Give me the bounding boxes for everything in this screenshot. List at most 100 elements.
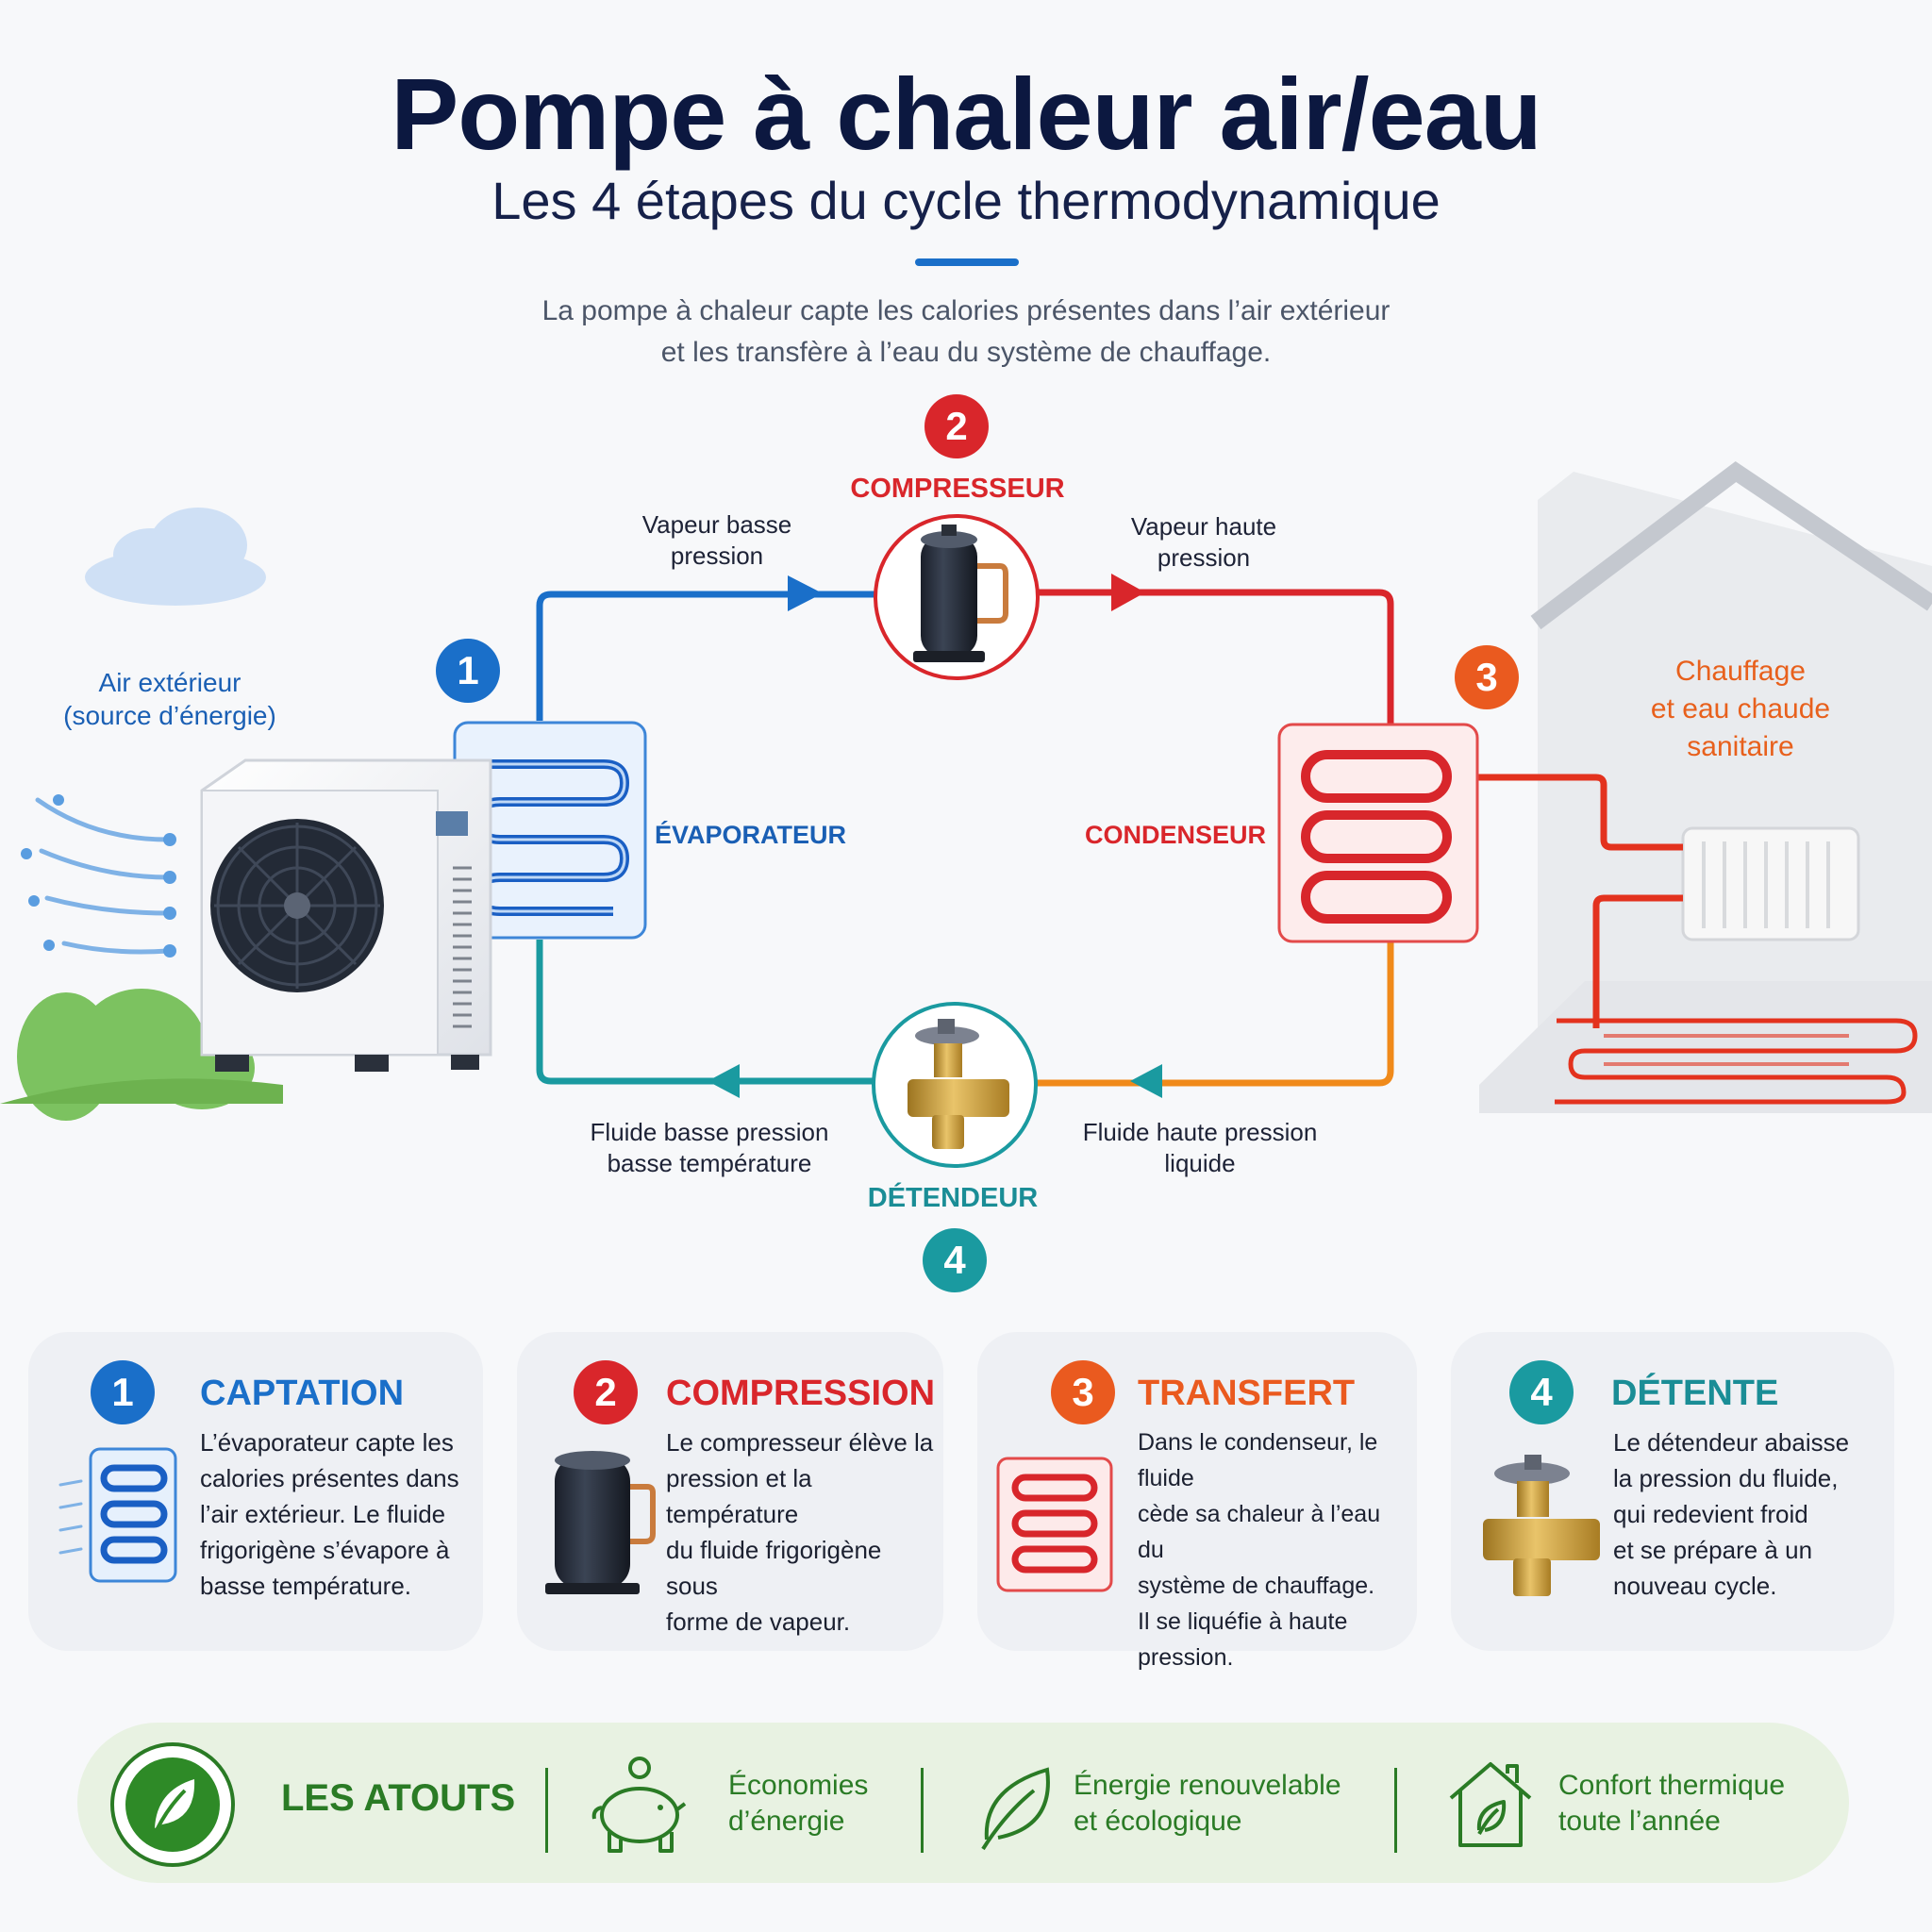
expansion-valve-label: DÉTENDEUR [867,1183,1039,1213]
compressor-icon [545,1451,656,1594]
description-line: Le compresseur élève la [666,1428,934,1457]
outdoor-air-line: Air extérieur [98,668,242,697]
flow-label-line: basse température [607,1149,812,1177]
description-line: forme de vapeur. [666,1607,851,1636]
condenser-coil [1277,723,1479,943]
benefits-title: LES ATOUTS [281,1777,516,1819]
benefit-line: toute l’année [1558,1806,1721,1837]
description-line: système de chauffage. [1138,1573,1375,1599]
description-line: l’air extérieur. Le fluide [200,1500,446,1528]
leaf-icon [981,1767,1050,1851]
divider [921,1768,924,1853]
description-line: cède sa chaleur à l’eau du [1138,1501,1381,1563]
step-card-number: 4 [1509,1360,1574,1424]
step-card-captation: 1 CAPTATION L’évaporateur capte les calo… [28,1332,483,1651]
description-line: du fluide frigorigène sous [666,1536,882,1600]
description-line: Le détendeur abaisse [1613,1428,1850,1457]
step-card-description: Le détendeur abaisse la pression du flui… [1613,1424,1887,1604]
description-line: qui redevient froid [1613,1500,1808,1528]
evaporator-step-number: 1 [436,639,500,703]
evaporator-label: ÉVAPORATEUR [655,821,847,849]
outdoor-air-line: (source d’énergie) [63,701,276,730]
house-usage-label: Chauffage et eau chaude sanitaire [1604,653,1877,766]
step-card-description: Dans le condenseur, le fluide cède sa ch… [1138,1424,1411,1675]
compressor-label: COMPRESSEUR [850,474,1065,504]
step-card-transfert: 3 TRANSFERT Dans le condenseur, le fluid… [977,1332,1417,1671]
expansion-valve-node [872,1002,1038,1168]
page-subtitle: Les 4 étapes du cycle thermodynamique [491,171,1441,230]
description-line: pression et la température [666,1464,812,1528]
step-card-description: L’évaporateur capte les calories présent… [200,1424,474,1604]
condenser-icon [996,1457,1113,1592]
title-underline [915,258,1019,266]
expansion-valve-icon [1483,1455,1600,1596]
description-line: frigorigène s’évapore à [200,1536,450,1564]
description-line: L’évaporateur capte les [200,1428,454,1457]
page-title: Pompe à chaleur air/eau [391,57,1542,171]
step-card-title: CAPTATION [200,1374,405,1413]
benefits-bar: LES ATOUTS Économies d’énergie Énergie r… [77,1723,1849,1883]
house-illustration [1479,460,1932,1113]
condenser-label: CONDENSEUR [1085,821,1267,849]
house-usage-line: Chauffage [1675,656,1806,687]
radiator [1681,826,1860,941]
flow-label-high-pressure-fluid: Fluide haute pression liquide [1058,1117,1341,1179]
description-line: Dans le condenseur, le fluide [1138,1429,1378,1491]
flow-label-line: Vapeur basse [641,510,792,539]
step-card-title: DÉTENTE [1611,1374,1779,1413]
benefit-line: et écologique [1074,1806,1242,1837]
step-card-number: 3 [1051,1360,1115,1424]
divider [545,1768,548,1853]
bush-illustration [0,989,283,1121]
benefit-line: Confort thermique [1558,1770,1786,1801]
expansion-valve-step-number: 4 [923,1228,987,1292]
description-line: pression. [1138,1644,1234,1671]
benefit-line: Économies [728,1770,869,1801]
compressor-node [874,514,1040,680]
condenser-step-number: 3 [1455,645,1519,709]
flow-label-low-pressure-vapor: Vapeur basse pression [604,509,830,572]
description-line: nouveau cycle. [1613,1572,1777,1600]
step-card-number: 1 [91,1360,155,1424]
flow-label-line: liquide [1164,1149,1236,1177]
benefit-line: Énergie renouvelable [1074,1770,1341,1801]
benefit-renewable-energy: Énergie renouvelable et écologique [1074,1768,1341,1840]
house-leaf-icon [1449,1762,1532,1847]
compressor-step-number: 2 [924,394,989,458]
benefit-energy-savings: Économies d’énergie [728,1768,868,1840]
flow-label-line: pression [1157,543,1251,572]
flow-label-line: pression [670,541,764,570]
description-line: Il se liquéfie à haute [1138,1608,1348,1635]
house-usage-line: et eau chaude [1650,693,1831,724]
step-card-compression: 2 COMPRESSION Le compresseur élève la pr… [517,1332,943,1651]
flow-label-high-pressure-vapor: Vapeur haute pression [1091,511,1317,574]
outdoor-air-label: Air extérieur (source d’énergie) [38,666,302,732]
step-card-number: 2 [574,1360,638,1424]
description-line: basse température. [200,1572,412,1600]
cloud-icon [85,508,266,606]
benefit-line: d’énergie [728,1806,845,1837]
piggy-bank-icon [591,1757,687,1853]
step-card-detente: 4 DÉTENTE Le détendeur abaisse la pressi… [1451,1332,1894,1651]
step-card-title: TRANSFERT [1138,1374,1356,1413]
benefit-thermal-comfort: Confort thermique toute l’année [1558,1768,1785,1840]
flow-label-low-pressure-fluid: Fluide basse pression basse température [568,1117,851,1179]
flow-label-line: Fluide haute pression [1082,1118,1318,1146]
flow-label-line: Vapeur haute [1130,512,1277,541]
leaf-badge-icon [110,1742,235,1867]
intro-line: La pompe à chaleur capte les calories pr… [541,295,1391,326]
flow-label-line: Fluide basse pression [590,1118,829,1146]
wind-icon [35,797,171,955]
description-line: calories présentes dans [200,1464,459,1492]
description-line: et se prépare à un [1613,1536,1813,1564]
step-card-title: COMPRESSION [666,1374,936,1413]
divider [1394,1768,1397,1853]
house-usage-line: sanitaire [1687,731,1794,762]
evaporator-icon [58,1447,177,1583]
heat-pump-unit [200,758,492,1072]
description-line: la pression du fluide, [1613,1464,1839,1492]
intro-line: et les transfère à l’eau du système de c… [660,337,1272,368]
step-card-description: Le compresseur élève la pression et la t… [666,1424,940,1640]
intro-text: La pompe à chaleur capte les calories pr… [0,291,1932,374]
